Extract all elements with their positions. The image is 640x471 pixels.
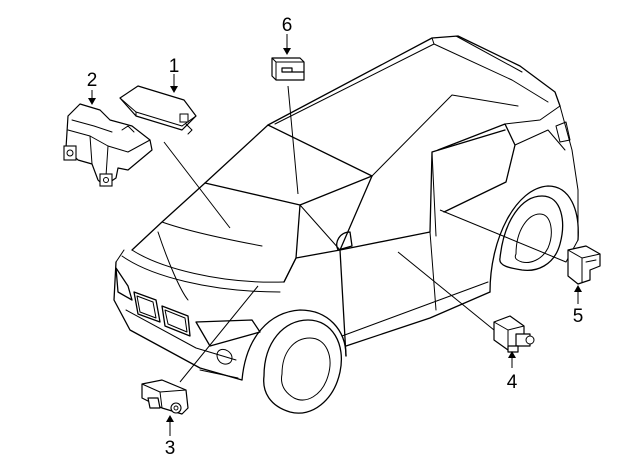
callout-4: 4 xyxy=(507,372,518,393)
callout-arrows xyxy=(88,34,582,436)
vehicle-outline xyxy=(113,35,579,414)
part-5-sensor xyxy=(567,245,601,285)
callout-3: 3 xyxy=(165,438,176,459)
callout-1: 1 xyxy=(169,56,180,77)
part-4-sensor xyxy=(493,315,535,353)
leader-lines xyxy=(163,85,567,383)
part-6-sensor xyxy=(271,57,305,81)
part-2-bracket xyxy=(63,103,153,187)
part-3-sensor xyxy=(141,379,189,415)
callout-2: 2 xyxy=(87,70,98,91)
callout-6: 6 xyxy=(282,15,293,36)
callout-5: 5 xyxy=(573,306,584,327)
part-1-module xyxy=(119,85,197,135)
